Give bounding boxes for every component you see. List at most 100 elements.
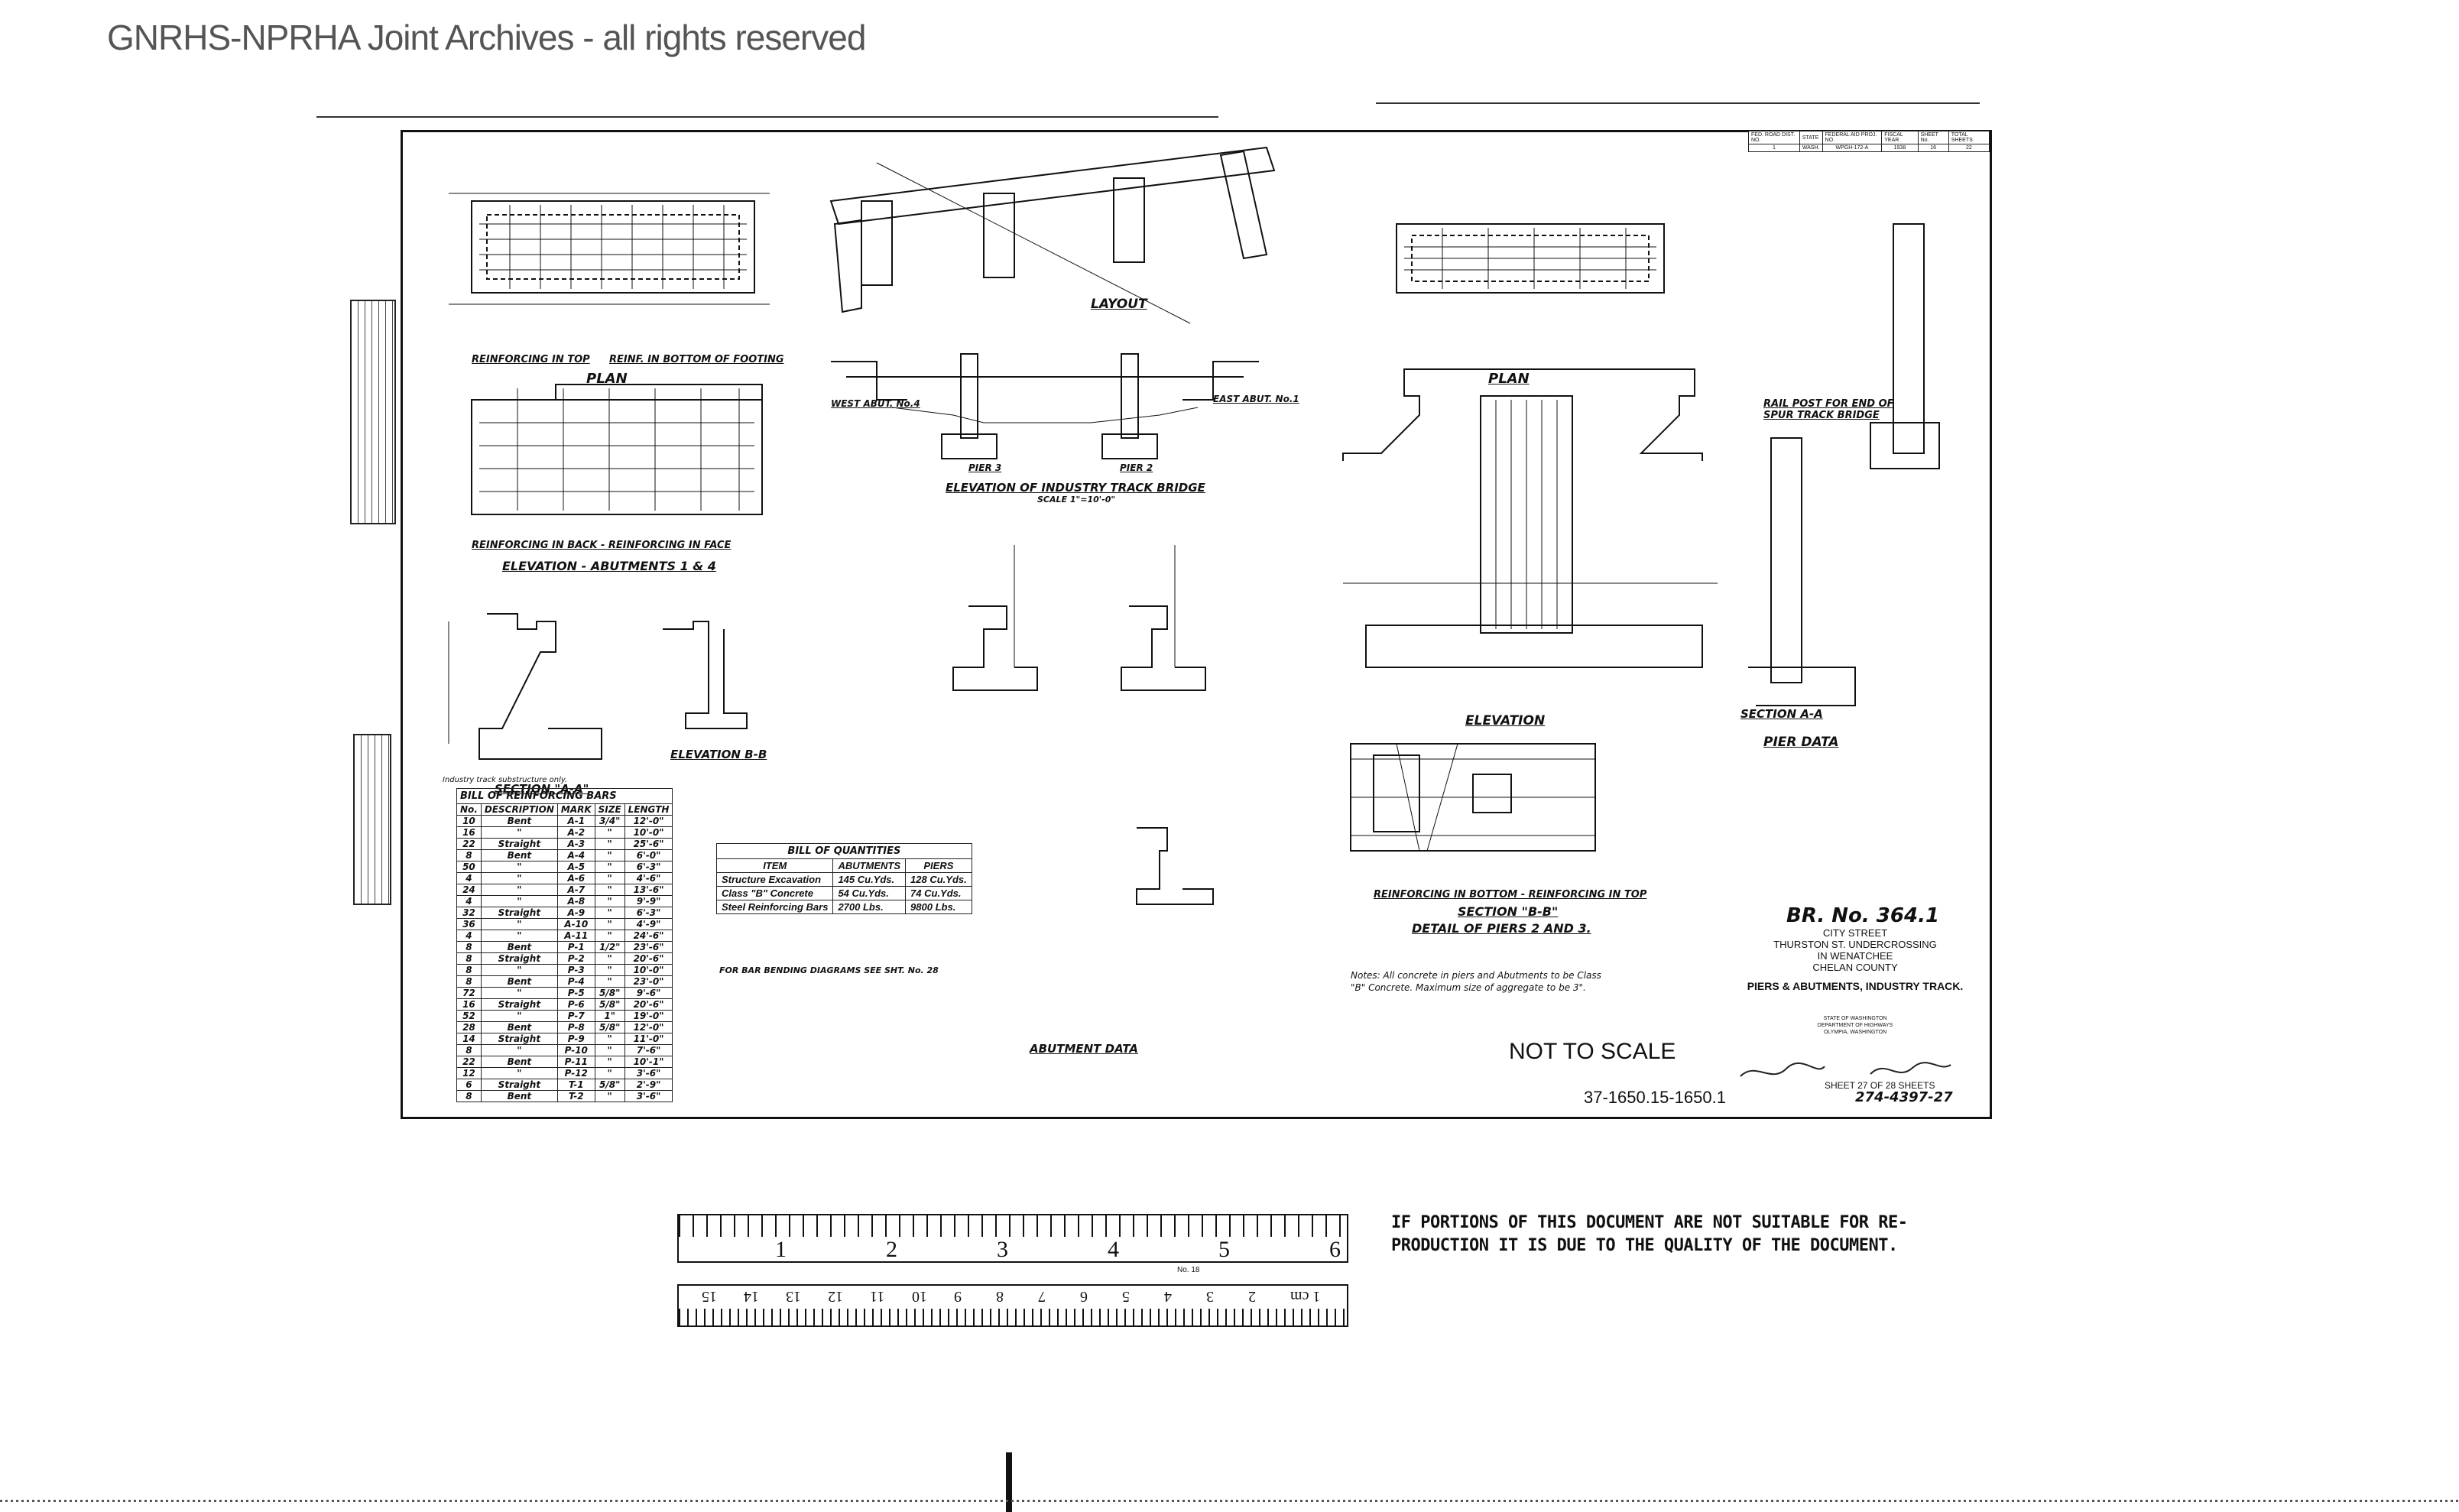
bars-cell: 8 — [456, 975, 482, 988]
notes-text: Notes: All concrete in piers and Abutmen… — [1351, 970, 1601, 993]
inch-label: 1 — [775, 1237, 787, 1262]
qty-cell: 54 Cu.Yds. — [832, 886, 907, 900]
bars-cell: " — [480, 1067, 558, 1079]
bars-cell: 19'-0" — [624, 1010, 673, 1022]
cm-ruler-ticks — [679, 1309, 1347, 1325]
bars-row: 8"P-3"10'-0" — [456, 964, 673, 976]
tb-v3: 1938 — [1881, 144, 1919, 152]
bars-cell: 10'-0" — [624, 826, 673, 839]
bars-cell: 10'-0" — [624, 964, 673, 976]
bridge-line2: THURSTON ST. UNDERCROSSING — [1773, 939, 1937, 950]
plan-right-title: PLAN — [1488, 371, 1530, 387]
bars-cell: 6'-3" — [624, 907, 673, 919]
bars-cell: " — [594, 1044, 625, 1056]
bars-cell: 14 — [456, 1033, 482, 1045]
reinf-bottom-top-label: REINFORCING IN BOTTOM - REINFORCING IN T… — [1374, 889, 1647, 900]
tb-v0: 1 — [1748, 144, 1800, 152]
cm-label: 13 — [786, 1288, 801, 1305]
bars-cell: " — [594, 861, 625, 873]
bars-row: 4"A-11"24'-6" — [456, 930, 673, 942]
bridge-line3: IN WENATCHEE — [1817, 950, 1893, 962]
side-legend-bottom — [353, 734, 391, 905]
bars-cell: P-2 — [556, 952, 595, 965]
bars-cell: 4 — [456, 930, 482, 942]
bars-cell: P-9 — [556, 1033, 595, 1045]
cm-label: 6 — [1080, 1288, 1088, 1305]
bars-cell: 6'-3" — [624, 861, 673, 873]
qty-cell: 128 Cu.Yds. — [905, 872, 972, 887]
bars-cell: 12'-0" — [624, 1021, 673, 1033]
bottom-noise-line — [0, 1500, 2459, 1502]
bars-cell: P-4 — [556, 975, 595, 988]
bars-cell: P-7 — [556, 1010, 595, 1022]
bars-cell: Straight — [480, 1033, 558, 1045]
signatures — [1740, 1062, 1951, 1077]
bars-cell: 24'-6" — [624, 930, 673, 942]
bars-cell: 5/8" — [594, 1021, 625, 1033]
bars-cell: A-5 — [556, 861, 595, 873]
cm-label: 15 — [702, 1288, 717, 1305]
sheet-count: SHEET 27 OF 28 SHEETS — [1825, 1080, 1935, 1091]
state-line1: STATE OF WASHINGTON — [1823, 1016, 1887, 1021]
section-aa-label: SECTION "A-A" — [495, 782, 589, 796]
bars-cell: " — [594, 1067, 625, 1079]
bars-cell: " — [480, 826, 558, 839]
bars-cell: P-11 — [556, 1056, 595, 1068]
bars-cell: A-2 — [556, 826, 595, 839]
bars-cell: 23'-0" — [624, 975, 673, 988]
section-aa-right-label: SECTION A-A — [1740, 707, 1823, 721]
archive-watermark: GNRHS-NPRHA Joint Archives - all rights … — [107, 18, 866, 57]
bars-cell: " — [594, 975, 625, 988]
bars-cell: 1/2" — [594, 941, 625, 953]
bars-cell: 52 — [456, 1010, 482, 1022]
pier-data-label: PIER DATA — [1763, 735, 1839, 750]
ruler-label: No. 18 — [1177, 1266, 1200, 1274]
bars-cell: Bent — [480, 849, 558, 861]
qty-col-header: ABUTMENTS — [832, 858, 907, 873]
bars-cell: Bent — [480, 1056, 558, 1068]
bars-cell: P-8 — [556, 1021, 595, 1033]
crop-mark — [1006, 1452, 1012, 1512]
plan-left-title: PLAN — [586, 371, 628, 387]
bars-cell: " — [594, 826, 625, 839]
pier3-label: PIER 3 — [968, 462, 1002, 473]
side-legend-top — [350, 300, 396, 524]
bars-cell: A-9 — [556, 907, 595, 919]
bars-cell: Bent — [480, 1021, 558, 1033]
bars-cell: 10'-1" — [624, 1056, 673, 1068]
west-abut-label: WEST ABUT. No.4 — [831, 398, 920, 409]
bars-cell: 8 — [456, 849, 482, 861]
east-abut-label: EAST ABUT. No.1 — [1213, 394, 1299, 404]
tb-v5: 22 — [1948, 144, 1990, 152]
bars-cell: " — [480, 930, 558, 942]
bars-cell: 22 — [456, 838, 482, 850]
bars-row: 4"A-6"4'-6" — [456, 872, 673, 884]
qty-col-header: ITEM — [715, 858, 834, 873]
bars-cell: Bent — [480, 1090, 558, 1102]
bars-cell: 9'-9" — [624, 895, 673, 907]
notice-line1: IF PORTIONS OF THIS DOCUMENT ARE NOT SUI… — [1391, 1213, 1908, 1232]
inch-label: 4 — [1108, 1237, 1119, 1262]
elevation-bb-label: ELEVATION B-B — [670, 748, 767, 761]
qty-cell: 9800 Lbs. — [905, 900, 972, 914]
bars-cell: 8 — [456, 952, 482, 965]
bars-cell: T-1 — [556, 1079, 595, 1091]
bill-of-bars-title: BILL OF REINFORCING BARS — [456, 788, 673, 803]
bars-cell: P-5 — [556, 987, 595, 999]
bars-cell: 8 — [456, 964, 482, 976]
inch-label: 3 — [997, 1237, 1008, 1262]
bars-cell: 6'-0" — [624, 849, 673, 861]
bars-cell: 9'-6" — [624, 987, 673, 999]
bars-cell: 36 — [456, 918, 482, 930]
bridge-description: CITY STREET THURSTON ST. UNDERCROSSING I… — [1725, 927, 1985, 992]
